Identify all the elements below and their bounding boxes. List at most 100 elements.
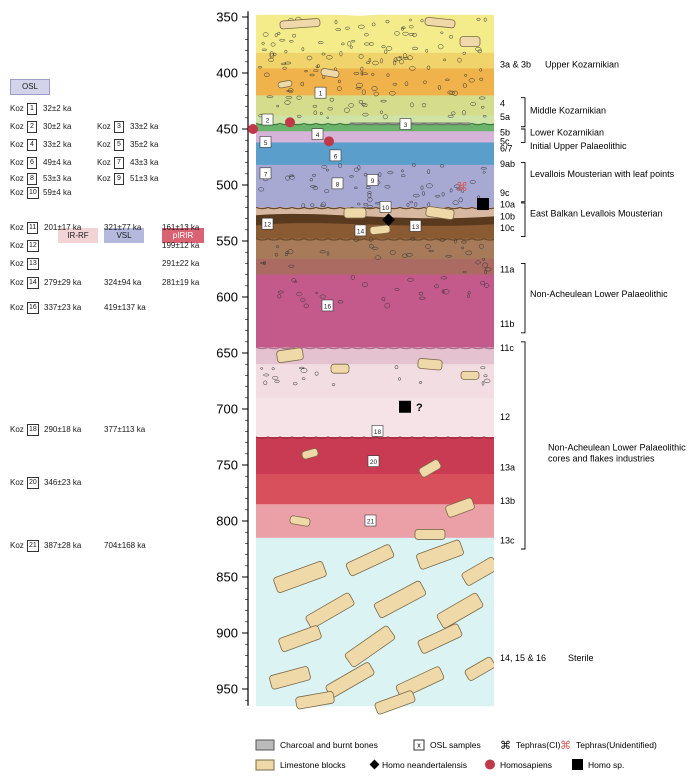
debris-fragment bbox=[306, 55, 313, 61]
depth-tick-label: 600 bbox=[216, 290, 238, 305]
legend-limestone-label: Limestone blocks bbox=[280, 760, 346, 770]
section-sample-box bbox=[331, 177, 344, 190]
industry-label: Sterile bbox=[568, 653, 594, 663]
debris-fragment bbox=[335, 28, 341, 31]
debris-fragment bbox=[272, 52, 277, 56]
industry-label: Initial Upper Palaeolithic bbox=[530, 141, 627, 151]
debris-fragment bbox=[402, 57, 409, 60]
layer-bracket bbox=[521, 162, 526, 203]
section-sample-box bbox=[321, 299, 334, 312]
debris-fragment bbox=[398, 55, 402, 59]
limestone-block bbox=[301, 448, 319, 460]
irrf-age: 290±18 ka bbox=[44, 425, 82, 434]
sample-prefix: Koz bbox=[10, 122, 24, 131]
depth-tick-label: 750 bbox=[216, 458, 238, 473]
debris-fragment bbox=[418, 291, 424, 296]
sediment-layer bbox=[256, 364, 494, 399]
layer-bracket bbox=[521, 262, 526, 334]
irrf-age: 201±17 ka bbox=[44, 223, 82, 232]
debris-fragment bbox=[286, 89, 293, 93]
vsl-age: 419±137 ka bbox=[104, 303, 146, 312]
debris-fragment bbox=[321, 52, 326, 56]
debris-fragment bbox=[449, 90, 455, 95]
debris-fragment bbox=[309, 73, 315, 77]
debris-fragment bbox=[380, 99, 387, 103]
debris-fragment bbox=[461, 110, 467, 116]
legend-homo-sp-label: Homo sp. bbox=[588, 760, 624, 770]
dark-band bbox=[256, 213, 494, 226]
debris-fragment bbox=[337, 79, 341, 84]
debris-fragment bbox=[470, 101, 477, 107]
section-sample-box bbox=[314, 86, 327, 99]
section-sample-box bbox=[366, 174, 379, 186]
debris-fragment bbox=[288, 88, 294, 94]
section-sample-box bbox=[261, 217, 274, 230]
debris-fragment bbox=[367, 193, 372, 199]
sediment-layer bbox=[256, 124, 494, 132]
debris-fragment bbox=[285, 251, 290, 254]
debris-fragment bbox=[278, 290, 284, 294]
limestone-block bbox=[369, 224, 391, 235]
debris-fragment bbox=[327, 107, 333, 111]
sediment-layer bbox=[256, 131, 494, 143]
debris-fragment bbox=[480, 167, 487, 170]
sample-prefix: Koz bbox=[10, 425, 24, 434]
debris-fragment bbox=[462, 83, 467, 88]
layer-code: 13a bbox=[500, 463, 515, 473]
sediment-layer bbox=[256, 142, 494, 166]
depth-tick-label: 900 bbox=[216, 626, 238, 641]
debris-fragment bbox=[368, 57, 372, 63]
debris-fragment bbox=[408, 33, 415, 36]
debris-fragment bbox=[409, 200, 413, 204]
sample-number-box: 6 bbox=[27, 157, 37, 169]
limestone-block bbox=[277, 80, 293, 89]
debris-fragment bbox=[385, 19, 390, 24]
debris-fragment bbox=[262, 261, 267, 265]
section-sample-box bbox=[354, 224, 367, 237]
sediment-layer bbox=[256, 95, 494, 117]
debris-fragment bbox=[258, 187, 265, 192]
osl-age: 59±4 ka bbox=[43, 188, 72, 197]
debris-fragment bbox=[287, 249, 294, 255]
layer-code: 12 bbox=[500, 412, 510, 422]
debris-fragment bbox=[365, 186, 372, 189]
debris-fragment bbox=[434, 194, 441, 198]
sediment-layer bbox=[256, 115, 494, 126]
limestone-block bbox=[345, 544, 395, 577]
debris-fragment bbox=[350, 45, 353, 49]
debris-fragment bbox=[269, 51, 274, 57]
debris-fragment bbox=[350, 40, 356, 43]
debris-fragment bbox=[357, 24, 365, 29]
section-sample-box bbox=[261, 113, 274, 126]
section-sample-number: 16 bbox=[324, 303, 332, 310]
limestone-block bbox=[278, 625, 322, 652]
sample-number-box: 20 bbox=[27, 477, 39, 489]
section-sample-number: 9 bbox=[371, 178, 375, 185]
osl-age: 33±2 ka bbox=[43, 140, 72, 149]
industry-label: Upper Kozarnikian bbox=[545, 59, 619, 69]
layer-code: 13b bbox=[500, 496, 515, 506]
limestone-block bbox=[295, 691, 335, 710]
debris-fragment bbox=[371, 73, 375, 76]
debris-fragment bbox=[456, 187, 461, 191]
debris-fragment bbox=[398, 377, 401, 381]
section-sample-number: 2 bbox=[266, 118, 270, 125]
section-sample-number: 8 bbox=[336, 181, 340, 188]
sample-number-box: 9 bbox=[114, 173, 124, 185]
debris-fragment bbox=[402, 31, 409, 36]
limestone-block bbox=[461, 557, 494, 586]
limestone-swatch bbox=[255, 759, 275, 771]
limestone-block bbox=[330, 363, 350, 374]
sample-number-box: 1 bbox=[27, 103, 37, 115]
sample-number-box: 8 bbox=[27, 173, 37, 185]
debris-fragment bbox=[389, 91, 396, 96]
limestone-block bbox=[374, 690, 416, 715]
depth-tick-label: 400 bbox=[216, 66, 238, 81]
debris-fragment bbox=[394, 31, 400, 36]
debris-fragment bbox=[270, 42, 276, 47]
debris-fragment bbox=[336, 86, 342, 91]
section-sample-box bbox=[311, 128, 324, 140]
debris-fragment bbox=[441, 192, 445, 197]
limestone-block bbox=[305, 592, 355, 629]
debris-fragment bbox=[274, 252, 278, 257]
